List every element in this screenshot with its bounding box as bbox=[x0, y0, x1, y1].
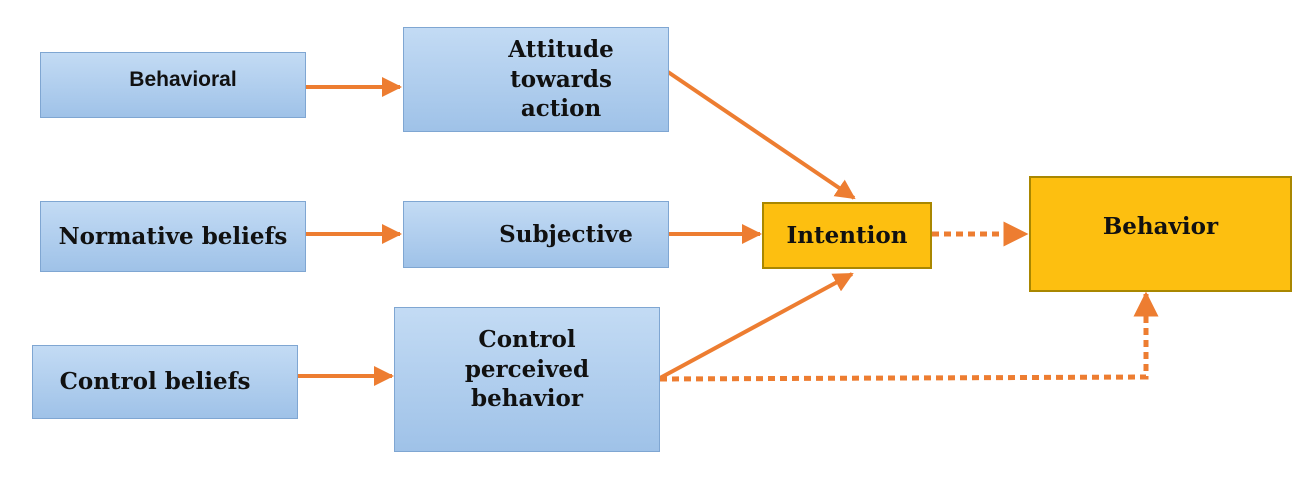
node-behavioral: Behavioral bbox=[40, 52, 306, 118]
node-attitude-label: Attitude towards action bbox=[508, 35, 614, 123]
arrow-attitude-to-intention bbox=[666, 70, 856, 200]
node-normative-beliefs: Normative beliefs bbox=[40, 201, 306, 272]
dotted-arrow-control-perceived-to-behavior bbox=[659, 291, 1159, 382]
node-behavior-label: Behavior bbox=[1102, 213, 1219, 240]
node-subjective: Subjective bbox=[403, 201, 669, 268]
node-intention: Intention bbox=[762, 202, 932, 269]
node-normative-beliefs-label: Normative beliefs bbox=[58, 222, 288, 250]
node-attitude: Attitude towards action bbox=[403, 27, 669, 132]
arrow-control-perceived-to-intention bbox=[659, 272, 854, 380]
node-control-beliefs-label: Control beliefs bbox=[59, 368, 251, 396]
node-behavior: Behavior bbox=[1029, 176, 1292, 292]
node-control-perceived: Control perceived behavior bbox=[394, 307, 660, 452]
node-control-perceived-label: Control perceived behavior bbox=[464, 325, 590, 413]
node-control-beliefs: Control beliefs bbox=[32, 345, 298, 419]
node-subjective-label: Subjective bbox=[499, 220, 633, 248]
node-intention-label: Intention bbox=[786, 221, 908, 249]
node-behavioral-label: Behavioral bbox=[129, 68, 237, 92]
